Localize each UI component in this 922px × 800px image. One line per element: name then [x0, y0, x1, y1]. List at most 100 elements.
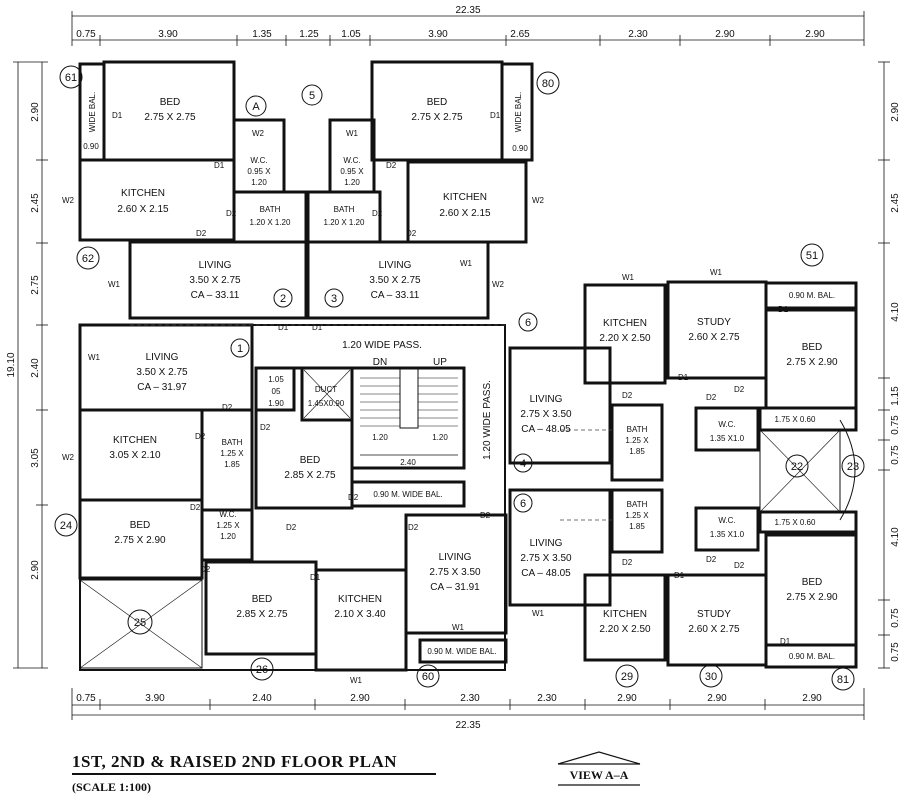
room-name: BED — [802, 577, 823, 588]
top-dim-3: 1.35 — [252, 29, 272, 40]
room-extra: CA – 31.97 — [137, 382, 187, 393]
door-tag: D2 — [734, 385, 745, 394]
kitchen-4-wall — [314, 568, 408, 672]
left-dim-5: 3.05 — [30, 448, 41, 468]
window-tag: W1 — [710, 268, 723, 277]
shaft-1-size: 1.75 X 0.60 — [775, 415, 816, 424]
window-tag: W1 — [108, 280, 121, 289]
bed-room-wall — [102, 60, 236, 162]
room-name: LIVING — [199, 260, 232, 271]
door-tag: D2 — [222, 403, 233, 412]
room-size: 2.60 X 2.75 — [688, 332, 740, 343]
room-name: LIVING — [530, 538, 563, 549]
svg-text:22: 22 — [791, 461, 803, 473]
room-size: 2.10 X 3.40 — [334, 609, 386, 620]
walls — [78, 60, 858, 672]
window-tag: W2 — [62, 453, 75, 462]
room-size: 2.85 X 2.75 — [236, 609, 288, 620]
room-name: BED — [160, 97, 181, 108]
door-tag: D1 — [780, 637, 791, 646]
room-size: 2.75 X 3.50 — [520, 553, 572, 564]
room-extra: CA – 33.11 — [191, 290, 240, 301]
door-tag: D1 — [312, 323, 323, 332]
room-name: BED — [252, 594, 273, 605]
lift-dim-c: 1.90 — [268, 399, 284, 408]
room-size: 2.75 X 2.90 — [786, 592, 838, 603]
window-tag: W1 — [346, 129, 359, 138]
left-dim-2: 2.45 — [30, 193, 41, 213]
view-label: VIEW A–A — [569, 768, 629, 782]
room-name: BED — [130, 520, 151, 531]
room-size: 2.20 X 2.50 — [599, 333, 651, 344]
bed-4-wall — [254, 366, 354, 510]
marker-1: 1 — [230, 338, 250, 358]
room-name: W.C. — [718, 516, 735, 525]
right-dim-4: 1.15 — [890, 386, 901, 406]
stair-down-label: DN — [373, 357, 387, 368]
room-name: BED — [300, 455, 321, 466]
bottom-dim-4: 2.90 — [350, 693, 370, 704]
wide-balcony-label: WIDE BAL. — [514, 92, 523, 132]
room-name: KITCHEN — [443, 192, 487, 203]
mid-balcony-wall — [350, 480, 466, 508]
right-dim-1: 2.90 — [890, 102, 901, 122]
svg-text:61: 61 — [65, 72, 77, 84]
room-name: KITCHEN — [121, 188, 165, 199]
door-tag: D1 — [214, 161, 225, 170]
room-name: KITCHEN — [603, 609, 647, 620]
right-bottom-balcony-wall — [764, 643, 858, 669]
room-size: 2.75 X 3.50 — [520, 409, 572, 420]
study-wall — [666, 280, 768, 380]
room-name: W.C. — [250, 156, 267, 165]
room-name: LIVING — [379, 260, 412, 271]
room-extra: CA – 33.11 — [371, 290, 420, 301]
window-tag: W1 — [532, 609, 545, 618]
marker-30: 30 — [699, 664, 723, 688]
door-tag: D2 — [408, 523, 419, 532]
kitchen-wall — [78, 158, 236, 242]
shaft-2-size: 1.75 X 0.60 — [775, 518, 816, 527]
room-name: BATH — [260, 205, 281, 214]
stair-width-1: 1.20 — [372, 433, 388, 442]
door-tag: D1 — [490, 111, 501, 120]
bath-5-wall — [610, 488, 664, 554]
marker-62: 62 — [76, 246, 100, 270]
room-name: BATH — [334, 205, 355, 214]
door-tag: D2 — [406, 229, 417, 238]
door-tag: D2 — [196, 229, 207, 238]
room-name: LIVING — [439, 552, 472, 563]
top-dim-2: 3.90 — [158, 29, 178, 40]
room-labels: BED 2.75 X 2.75 BED 2.75 X 2.75 KITCHEN … — [109, 97, 838, 635]
right-top-balcony-wall — [764, 281, 858, 310]
right-top-balcony-label: 0.90 M. BAL. — [789, 291, 835, 300]
svg-text:62: 62 — [82, 253, 94, 265]
bed-room-wall-2 — [370, 60, 504, 162]
svg-text:2: 2 — [280, 293, 286, 305]
marker-23: 23 — [841, 454, 865, 478]
window-tag: W1 — [452, 623, 465, 632]
room-size: 1.20 X 1.20 — [324, 218, 365, 227]
room-name: KITCHEN — [338, 594, 382, 605]
room-size: 1.25 X — [625, 436, 649, 445]
balcony-width: 0.90 — [512, 144, 528, 153]
window-tag: W1 — [460, 259, 473, 268]
door-tag: D2 — [734, 561, 745, 570]
duct-label: DUCT — [315, 385, 337, 394]
window-tag: W1 — [350, 676, 363, 685]
left-dimension-chain: 19.10 2.90 2.45 2.75 2.40 3.05 2.90 — [6, 61, 48, 669]
svg-text:25: 25 — [134, 617, 146, 629]
room-extra: CA – 48.05 — [521, 568, 571, 579]
room-name: BATH — [627, 425, 648, 434]
wc-4-wall — [694, 406, 760, 452]
room-size: 1.35 X1.0 — [710, 434, 745, 443]
balcony-wall-2 — [500, 62, 534, 162]
svg-text:A: A — [252, 101, 260, 113]
misc-labels: WIDE BAL. 0.90 WIDE BAL. 0.90 DUCT 1.45X… — [83, 92, 835, 661]
bottom-dimension-chain: 0.75 3.90 2.40 2.90 2.30 2.30 2.90 2.90 … — [71, 688, 865, 731]
room-name: STUDY — [697, 609, 731, 620]
window-tag: W2 — [252, 129, 265, 138]
door-tag: D2 — [260, 423, 271, 432]
lift-wall — [254, 366, 296, 412]
right-dim-8: 0.75 — [890, 608, 901, 628]
